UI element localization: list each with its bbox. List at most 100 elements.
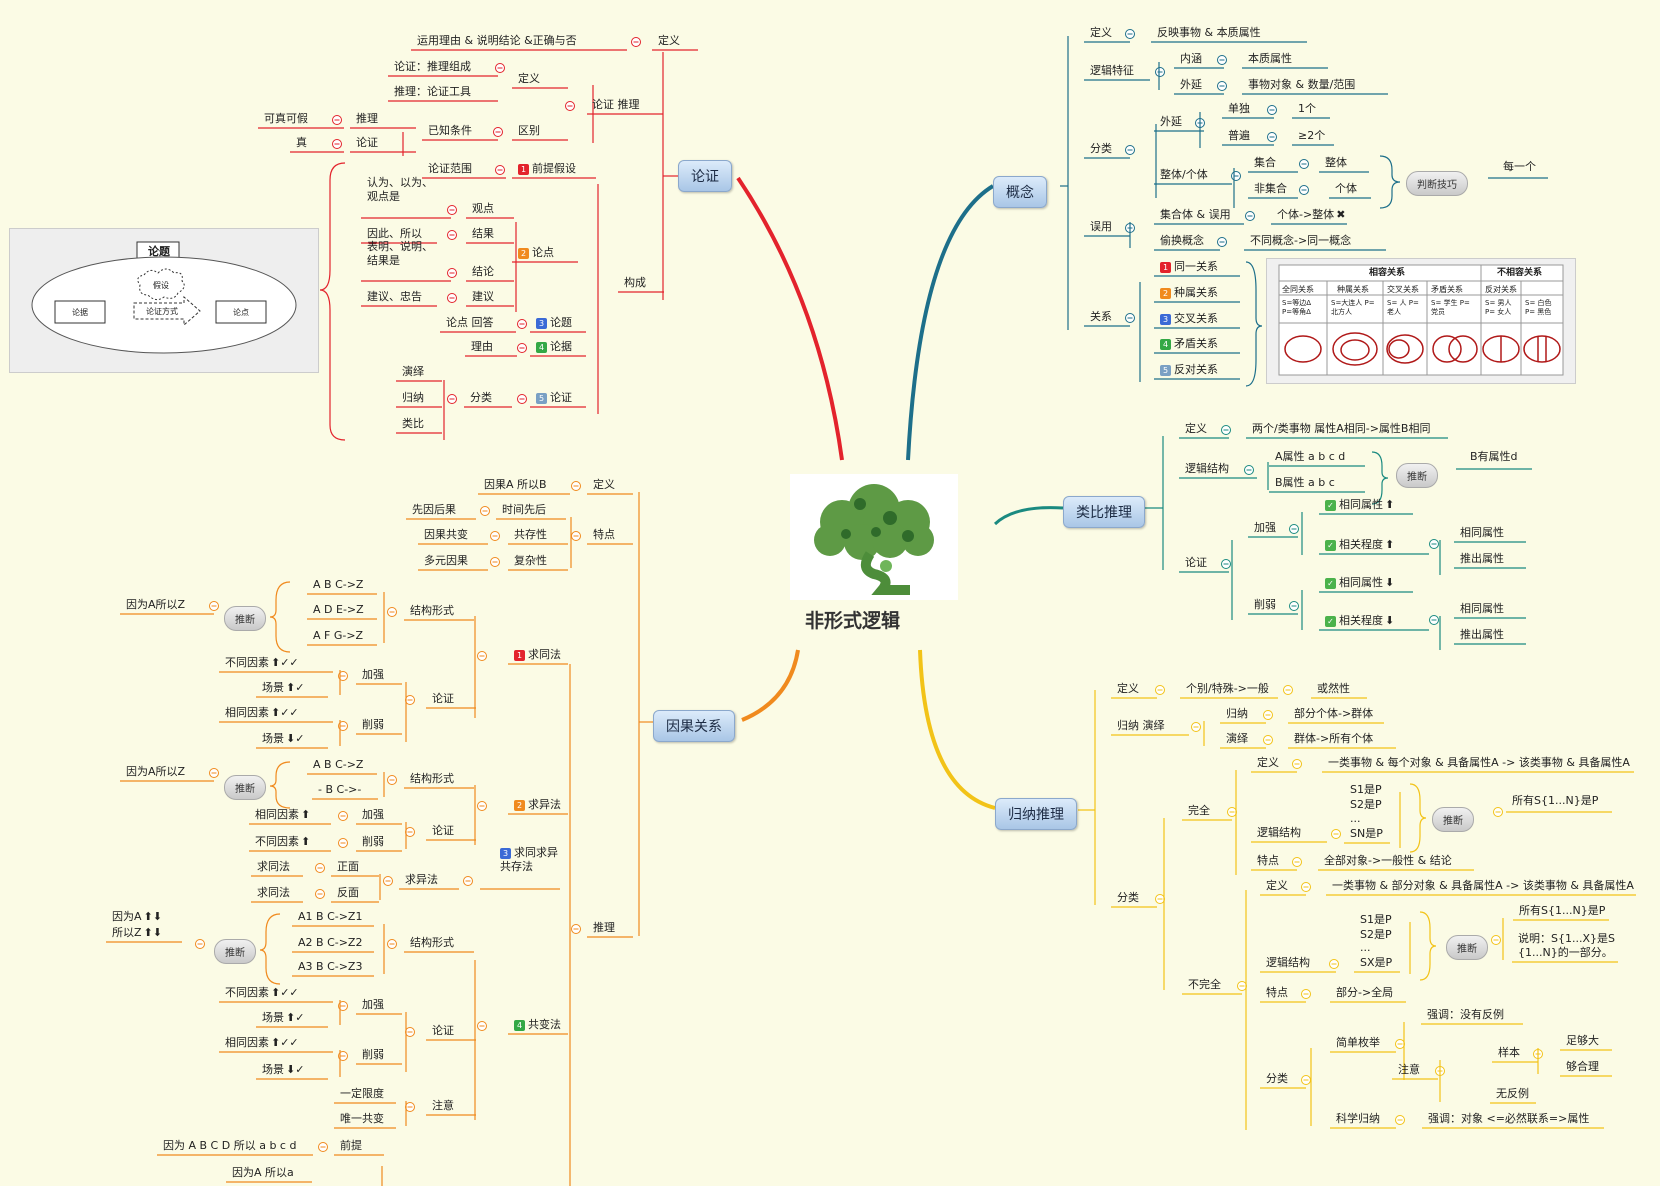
- inference-bubble[interactable]: 推断: [1446, 935, 1488, 960]
- node-y34[interactable]: 削弱: [362, 835, 384, 849]
- node-n2[interactable]: 个别/特殊->一般: [1186, 682, 1269, 696]
- topic-gainian[interactable]: 概念: [993, 176, 1047, 208]
- inference-bubble[interactable]: 推断: [1432, 807, 1474, 832]
- node-g4[interactable]: 内涵: [1180, 52, 1202, 66]
- node-y8[interactable]: 复杂性: [514, 554, 547, 568]
- node-y39[interactable]: 求同法: [257, 860, 290, 874]
- node-tr12[interactable]: 真: [296, 136, 307, 150]
- node-n20[interactable]: 特点: [1257, 854, 1279, 868]
- node-tr4[interactable]: 定义: [518, 72, 540, 86]
- node-y12[interactable]: 结构形式: [410, 604, 454, 618]
- node-tr30[interactable]: 分类: [470, 391, 492, 405]
- node-y13[interactable]: A B C->Z: [313, 578, 363, 592]
- node-y38[interactable]: 正面: [337, 860, 359, 874]
- topic-leibi[interactable]: 类比推理: [1063, 496, 1145, 528]
- node-tr32[interactable]: 归纳: [402, 391, 424, 405]
- node-tr1[interactable]: 定义: [658, 34, 680, 48]
- node-y30[interactable]: 因为A所以Z: [126, 765, 185, 779]
- node-n39[interactable]: 注意: [1398, 1063, 1420, 1077]
- node-n13[interactable]: 逻辑结构: [1257, 826, 1301, 840]
- node-g18[interactable]: 个体: [1335, 182, 1357, 196]
- node-y31[interactable]: 论证: [432, 824, 454, 838]
- node-y7[interactable]: 因果共变: [424, 528, 468, 542]
- node-n15[interactable]: S2是P: [1350, 798, 1382, 812]
- node-y19[interactable]: 加强: [362, 668, 384, 682]
- node-y43[interactable]: 结构形式: [410, 936, 454, 950]
- node-n7[interactable]: 演绎: [1226, 732, 1248, 746]
- node-g23[interactable]: 个体->整体✖: [1277, 208, 1345, 222]
- node-tr6[interactable]: 推理：论证工具: [394, 85, 471, 99]
- node-n43[interactable]: 无反例: [1496, 1087, 1529, 1101]
- node-l11[interactable]: ✓相关程度⬆: [1325, 538, 1394, 552]
- node-y5[interactable]: 先因后果: [412, 503, 456, 517]
- node-n42[interactable]: 够合理: [1566, 1060, 1599, 1074]
- inference-bubble[interactable]: 判断技巧: [1406, 171, 1468, 196]
- node-g17[interactable]: 非集合: [1254, 182, 1287, 196]
- node-y48[interactable]: 因为A⬆⬇: [112, 910, 162, 924]
- node-l7[interactable]: B有属性d: [1470, 450, 1518, 464]
- node-g14[interactable]: 整体/个体: [1160, 168, 1208, 182]
- topic-guina[interactable]: 归纳推理: [995, 798, 1077, 830]
- inference-bubble[interactable]: 推断: [224, 606, 266, 631]
- node-g12[interactable]: 普遍: [1228, 129, 1250, 143]
- node-l1[interactable]: 定义: [1185, 422, 1207, 436]
- node-l14[interactable]: 削弱: [1254, 598, 1276, 612]
- node-tr20[interactable]: 因此、所以: [367, 227, 422, 241]
- node-y15[interactable]: A F G->Z: [313, 629, 363, 643]
- node-n29[interactable]: S1是P: [1360, 913, 1392, 927]
- node-g25[interactable]: 不同概念->同一概念: [1250, 234, 1351, 248]
- node-y55[interactable]: 相同因素⬆✓✓: [225, 1036, 299, 1050]
- node-g11[interactable]: 1个: [1298, 102, 1316, 116]
- node-n21[interactable]: 全部对象->一般性 & 结论: [1324, 854, 1452, 868]
- node-g2[interactable]: 反映事物 & 本质属性: [1157, 26, 1261, 40]
- node-g26[interactable]: 关系: [1090, 310, 1112, 324]
- node-y14[interactable]: A D E->Z: [313, 603, 364, 617]
- node-y51[interactable]: 加强: [362, 998, 384, 1012]
- node-g22[interactable]: 集合体 & 误用: [1160, 208, 1231, 222]
- node-g7[interactable]: 事物对象 & 数量/范围: [1248, 78, 1355, 92]
- node-l9[interactable]: 加强: [1254, 521, 1276, 535]
- node-g13[interactable]: ≥2个: [1298, 129, 1325, 143]
- center-topic[interactable]: 非形式逻辑: [805, 610, 901, 632]
- node-n40[interactable]: 样本: [1498, 1046, 1520, 1060]
- node-y32[interactable]: 加强: [362, 808, 384, 822]
- node-y46[interactable]: A3 B C->Z3: [298, 960, 362, 974]
- node-g5[interactable]: 本质属性: [1248, 52, 1292, 66]
- node-tr18[interactable]: 认为、以为、观点是: [367, 176, 433, 204]
- node-l10[interactable]: ✓相同属性⬆: [1325, 498, 1394, 512]
- node-y54[interactable]: 削弱: [362, 1048, 384, 1062]
- node-n12[interactable]: 一类事物 & 每个对象 & 具备属性A -> 该类事物 & 具备属性A: [1328, 756, 1630, 770]
- node-g8[interactable]: 分类: [1090, 142, 1112, 156]
- node-l2[interactable]: 两个/类事物 属性A相同->属性B相同: [1252, 422, 1430, 436]
- node-tr13[interactable]: 构成: [624, 276, 646, 290]
- node-l5[interactable]: B属性 a b c: [1275, 476, 1335, 490]
- node-y44[interactable]: A1 B C->Z1: [298, 910, 362, 924]
- node-n31[interactable]: ...: [1360, 941, 1371, 955]
- node-y52[interactable]: 不同因素⬆✓✓: [225, 986, 299, 1000]
- node-n44[interactable]: 科学归纳: [1336, 1112, 1380, 1126]
- node-l4[interactable]: A属性 a b c d: [1275, 450, 1345, 464]
- node-tr23[interactable]: 建议: [472, 290, 494, 304]
- node-l8[interactable]: 论证: [1185, 556, 1207, 570]
- node-n27[interactable]: {1...N}的一部分。: [1518, 946, 1613, 960]
- node-n30[interactable]: S2是P: [1360, 928, 1392, 942]
- node-tr9[interactable]: 推理: [356, 112, 378, 126]
- node-g24[interactable]: 偷换概念: [1160, 234, 1204, 248]
- inference-bubble[interactable]: 推断: [1396, 463, 1438, 488]
- node-g1[interactable]: 定义: [1090, 26, 1112, 40]
- node-n24[interactable]: 一类事物 & 部分对象 & 具备属性A -> 该类事物 & 具备属性A: [1332, 879, 1634, 893]
- node-l15[interactable]: ✓相同属性⬇: [1325, 576, 1394, 590]
- node-tr33[interactable]: 类比: [402, 417, 424, 431]
- node-n26[interactable]: 说明：S{1...X}是S: [1518, 932, 1615, 946]
- node-tr15[interactable]: 论证范围: [428, 162, 472, 176]
- node-n16[interactable]: ...: [1350, 812, 1361, 826]
- node-n17[interactable]: SN是P: [1350, 827, 1383, 841]
